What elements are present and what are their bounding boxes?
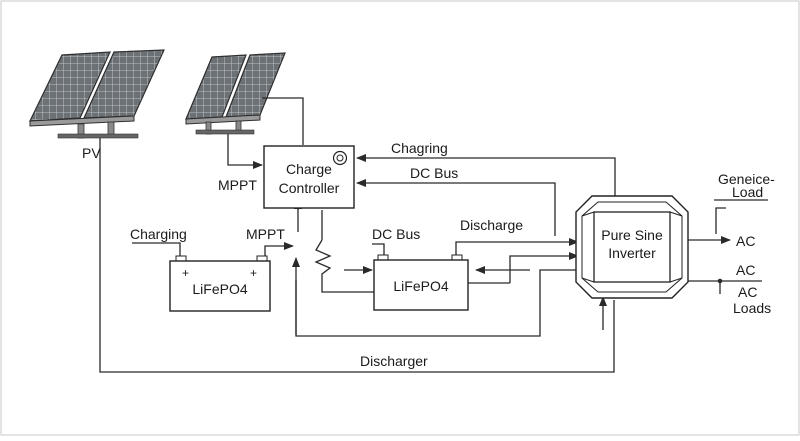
- geneice-label-2: Load: [732, 184, 763, 200]
- dc-bus-top-wire: [356, 179, 556, 236]
- inverter-label-2: Inverter: [608, 245, 656, 261]
- mppt-wire-top: [227, 134, 263, 169]
- pv-label: PV: [82, 145, 101, 161]
- ac-loads-label-2: Loads: [733, 300, 771, 316]
- mppt-top-label: MPPT: [218, 177, 257, 193]
- charge-controller-label-2: Controller: [279, 180, 340, 196]
- inverter-label-1: Pure Sine: [601, 227, 663, 243]
- geneice-bracket: [715, 207, 726, 234]
- battery-right-box: [373, 254, 469, 311]
- zigzag-wire: [314, 239, 376, 293]
- dc-bus-mid-wire: [372, 243, 385, 258]
- panel2-feed-wire: [262, 97, 304, 145]
- battery-left-box: + +: [169, 255, 271, 312]
- geneice-label-1: Geneice-: [718, 171, 775, 187]
- battery-to-inverter-wire: [509, 252, 579, 283]
- discharger-wire: [99, 138, 615, 373]
- solar-panel-left-icon: [29, 49, 165, 139]
- charging-label: Charging: [130, 226, 187, 242]
- solar-panel-right-icon: [185, 52, 286, 135]
- ac-label-2: AC: [736, 262, 755, 278]
- inverter-box: [575, 195, 689, 299]
- discharger-label: Discharger: [360, 353, 428, 369]
- battery-left-plus-icon: +: [182, 266, 189, 280]
- chagring-wire: [356, 154, 616, 196]
- discharge-wire: [455, 238, 579, 258]
- chagring-label: Chagring: [391, 140, 448, 156]
- charging-wire: [132, 242, 181, 258]
- controller-knob-icon: [332, 150, 348, 166]
- mppt-mid-label: MPPT: [246, 226, 285, 242]
- discharge-label: Discharge: [460, 217, 523, 233]
- ac-label-1: AC: [736, 233, 755, 249]
- lifepo4-left-label: LiFePO4: [192, 281, 247, 297]
- dc-bus-top-label: DC Bus: [410, 165, 458, 181]
- mppt-mid-wire: [264, 242, 294, 258]
- dc-bus-mid-label: DC Bus: [372, 226, 420, 242]
- battery-left-plus-icon-2: +: [250, 266, 257, 280]
- charge-controller-box: [263, 145, 355, 209]
- ac-loads-label-1: AC: [738, 284, 757, 300]
- charge-controller-label-1: Charge: [286, 161, 332, 177]
- lifepo4-right-label: LiFePO4: [393, 278, 448, 294]
